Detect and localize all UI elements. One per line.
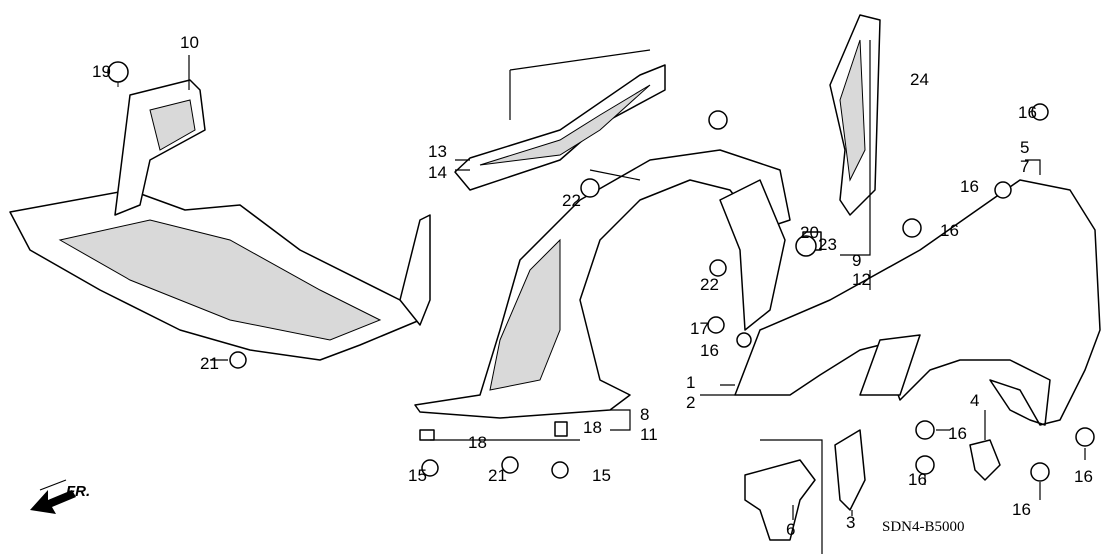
- callout-number: 16: [700, 341, 719, 360]
- callout-number: 17: [690, 319, 709, 338]
- front-arrow-icon: [30, 490, 76, 514]
- callout-number: 2: [686, 393, 695, 412]
- callout-number: 18: [468, 433, 487, 452]
- callout-number: 20: [800, 223, 819, 242]
- callout-number: 23: [818, 235, 837, 254]
- callout-number: 12: [852, 270, 871, 289]
- brackets: [419, 231, 1001, 541]
- callout-number: 15: [592, 466, 611, 485]
- callout-number: 16: [908, 470, 927, 489]
- callout-number: 19: [92, 62, 111, 81]
- diagram-code: SDN4-B5000: [882, 519, 965, 535]
- callout-number: 15: [408, 466, 427, 485]
- callout-number: 16: [1018, 103, 1037, 122]
- callout-number: 14: [428, 163, 447, 182]
- callout-number: 16: [960, 177, 979, 196]
- callout-number: 8: [640, 405, 649, 424]
- callout-number: 11: [640, 425, 658, 444]
- callout-number: 9: [852, 251, 861, 270]
- leader-lines: [39, 40, 1086, 554]
- callout-number: 6: [786, 520, 795, 539]
- front-splash-shield: [9, 79, 431, 361]
- callout-number: 1: [686, 373, 695, 392]
- callout-number: 16: [1012, 500, 1031, 519]
- front-direction-indicator: FR.: [30, 483, 90, 514]
- callout-number: 24: [910, 70, 929, 89]
- callout-number: 16: [940, 221, 959, 240]
- fender-pillar-brace: [829, 14, 881, 216]
- inner-fender: [414, 149, 791, 419]
- callout-number: 22: [562, 191, 581, 210]
- callout-number: 18: [583, 418, 602, 437]
- callout-number: 22: [700, 275, 719, 294]
- callout-number: 4: [970, 391, 979, 410]
- fasteners: [107, 61, 1095, 482]
- callout-number: 16: [1074, 467, 1093, 486]
- callout-number: 5: [1020, 138, 1029, 157]
- callout-number: 13: [428, 142, 447, 161]
- callout-number: 10: [180, 33, 199, 52]
- callout-number: 21: [488, 466, 507, 485]
- callout-number: 7: [1020, 157, 1029, 176]
- callout-number: 16: [948, 424, 967, 443]
- front-fender: [734, 179, 1101, 426]
- fender-upper-rail: [454, 64, 666, 191]
- callout-number: 21: [200, 354, 219, 373]
- callout-number: 3: [846, 513, 855, 532]
- front-label: FR.: [66, 483, 90, 500]
